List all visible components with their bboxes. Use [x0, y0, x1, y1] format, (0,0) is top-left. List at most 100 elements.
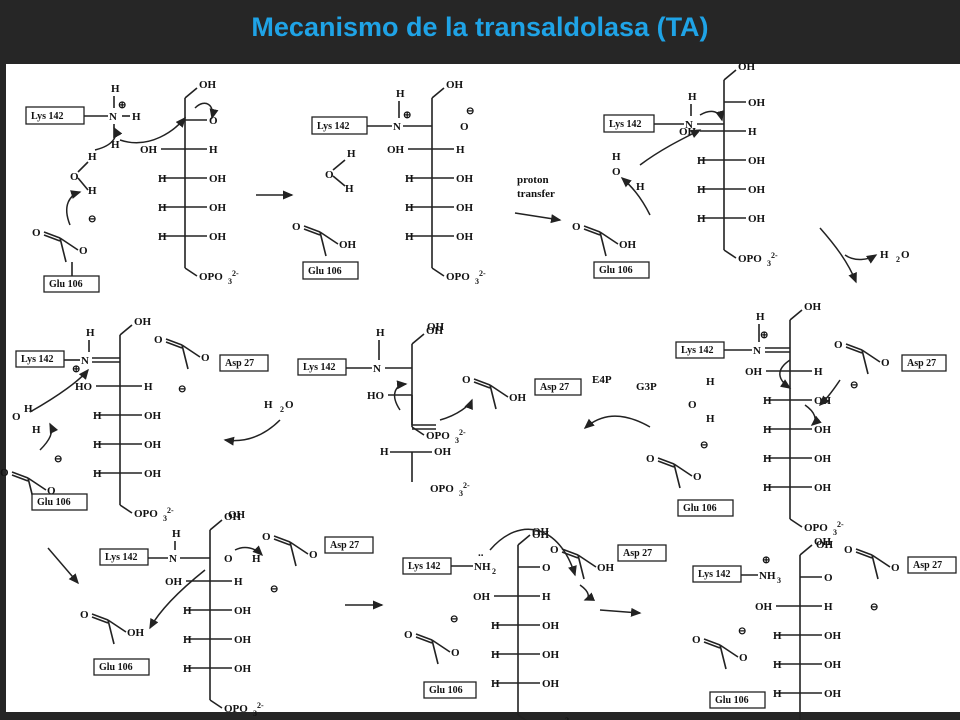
h-top-p2: H [396, 88, 405, 100]
n-plus-p4: ⊕ [760, 330, 768, 341]
sugar-p6-sub3: 3 [163, 514, 167, 523]
glu-106-p6-label: Glu 106 [37, 497, 71, 508]
glu-p2-c-o [319, 231, 339, 245]
sugar-p8-sub-right: O [542, 562, 551, 574]
sugar-p1-sub-left: H [158, 231, 167, 243]
h-top-p6: H [86, 327, 95, 339]
asp-p4-c-o [861, 349, 881, 363]
water-bond2-p2 [332, 175, 346, 187]
asp-27-p4-label: Asp 27 [907, 358, 936, 369]
glu-minus-p8: ⊖ [450, 614, 458, 625]
sugar-p7-sub-right: OH [234, 634, 252, 646]
glu-p7-o2: OH [127, 627, 145, 639]
sugar-p8-bond-top [517, 534, 531, 546]
sugar-p4-opo3: OPO [804, 522, 828, 534]
water-arrow-p3 [639, 129, 702, 166]
asp-27-p8-box [617, 544, 667, 562]
water-o-p6: O [12, 411, 21, 423]
lys-142-p6-label: Lys 142 [21, 354, 54, 365]
sugar-p2-sub-right: OH [456, 173, 474, 185]
glu-p3-c-o-double2 [583, 228, 601, 236]
sugar-p6-sub-right: OH [144, 468, 162, 480]
sugar-p4-sub-left: H [763, 424, 772, 436]
oh-top-p7: OH [228, 509, 246, 521]
oh-right-p5: OH [434, 446, 452, 458]
sugar-p2-sub-left: H [405, 202, 414, 214]
glu-p8-o: O [404, 629, 413, 641]
glu-106-p3-label: Glu 106 [599, 265, 633, 276]
sugar-p7-sub-right: H [234, 576, 243, 588]
asp-p9-o2: O [891, 562, 900, 574]
asp-p5-c-chain [489, 384, 497, 410]
sugar-p4-oh-top: OH [804, 301, 822, 313]
glu-p6-c-o [27, 477, 47, 491]
glu-p2-o: O [292, 221, 301, 233]
nitrogen-p3: N [685, 119, 693, 131]
water-o-p4: O [688, 399, 697, 411]
glu-arrow-p3 [620, 177, 651, 216]
water-h2-p2: H [345, 183, 354, 195]
glu-p1-o2: O [79, 245, 88, 257]
oh-top-p5: OH [427, 321, 445, 333]
h2o-o-2: O [285, 399, 294, 411]
asp-27-p5-box [534, 378, 582, 396]
lys-142-p6-box [15, 350, 65, 368]
lys-142-p2-label: Lys 142 [317, 121, 350, 132]
sugar-p1-sub-right: OH [209, 202, 227, 214]
nh2-p8: NH [474, 561, 491, 573]
nitrogen-p2: N [393, 121, 401, 133]
sugar-p2-sub-left: OH [387, 144, 405, 156]
glu-p7-c-o-double2 [91, 616, 109, 624]
nitrogen-p6: N [81, 355, 89, 367]
asp-p6-o: O [154, 334, 163, 346]
asp-p6-c-o-double [165, 338, 183, 346]
h-right-p1: H [132, 111, 141, 123]
glu-106-p8-box [423, 681, 477, 699]
oh-top-p8: OH [532, 529, 550, 541]
h-top-p1: H [111, 83, 120, 95]
sugar-p4-sub-left: H [763, 453, 772, 465]
sugar-p6-charge: 2- [167, 506, 174, 515]
carbonyl-arrow-p1 [194, 102, 219, 120]
glu-106-p4-label: Glu 106 [683, 503, 717, 514]
sugar-p8-sub-right: H [542, 591, 551, 603]
asp-p8-o2: OH [597, 562, 615, 574]
water-o-p3: O [612, 166, 621, 178]
transfer-label: transfer [517, 188, 555, 200]
water-h2-p1: H [88, 185, 97, 197]
lys-142-p5-box [297, 358, 347, 376]
sugar-p9-sub-left: H [773, 630, 782, 642]
asp-p5-o: O [462, 374, 471, 386]
water-h2-p6: H [32, 424, 41, 436]
glu-p9-o: O [692, 634, 701, 646]
sugar-p2-sub-left: H [405, 173, 414, 185]
water-bond2-p1 [77, 177, 89, 191]
sugar-p9-sub-left: H [773, 688, 782, 700]
sugar-p7-sub-right: OH [234, 663, 252, 675]
glu-p2-c-chain [319, 231, 327, 257]
sugar-p3-sub-left: H [697, 155, 706, 167]
water-o-p1: O [70, 171, 79, 183]
arrow-5 [583, 415, 651, 429]
glu-106-p4-box [677, 499, 734, 517]
glu-106-p7-label: Glu 106 [99, 662, 133, 673]
sugar-p9-sub-left: OH [755, 601, 773, 613]
glu-p7-c-chain [107, 619, 115, 645]
sugar-p8-sub-left: H [491, 678, 500, 690]
sugar-p4-sub-right: OH [814, 395, 832, 407]
title-bar [0, 0, 960, 64]
glu-p2-c-o-double [303, 225, 321, 233]
sugar-p8-sub-right: OH [542, 678, 560, 690]
nh3-p9: NH [759, 570, 776, 582]
sugar-p6-sub-left: H [93, 439, 102, 451]
glu-p7-c-o-double [91, 613, 109, 621]
sugar-p4-sub-left: H [763, 395, 772, 407]
sugar-p1-sub-left: OH [140, 144, 158, 156]
sugar-p6-sub-left: HO [75, 381, 93, 393]
asp-p8-o: O [550, 544, 559, 556]
asp-p5-o2: OH [509, 392, 527, 404]
sugar-p6-bond-top [119, 324, 133, 336]
sugar-p7-opo3: OPO [224, 703, 248, 715]
asp-p8-c-o-double [561, 548, 579, 556]
